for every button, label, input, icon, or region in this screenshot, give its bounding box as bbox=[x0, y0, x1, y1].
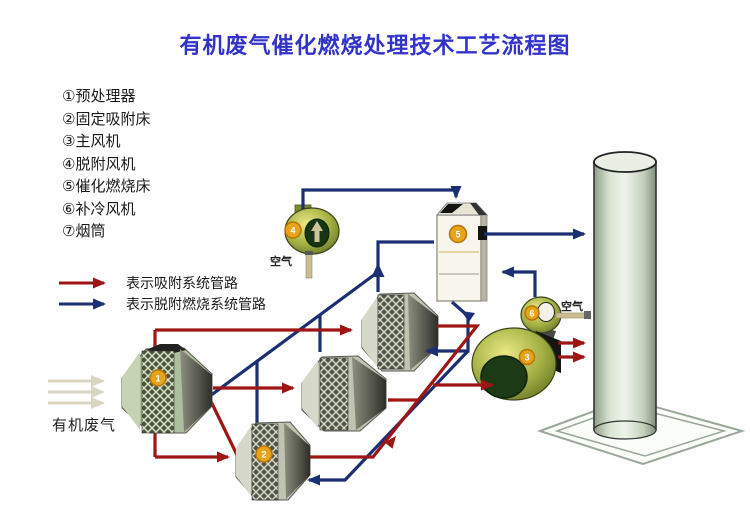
legend-desorption-label: 表示脱附燃烧系统管路 bbox=[126, 295, 266, 312]
equipment-item-2: ②固定吸附床 bbox=[62, 110, 151, 128]
svg-text:2: 2 bbox=[261, 450, 266, 460]
navy-pipe-bed-to-chamber bbox=[376, 240, 434, 292]
red-arrow-icon bbox=[59, 277, 106, 288]
pretreater-mesh bbox=[141, 350, 175, 434]
fan4-flow-arrow bbox=[311, 221, 323, 231]
svg-text:4: 4 bbox=[290, 226, 295, 236]
middle-bed-mesh bbox=[319, 357, 349, 431]
equipment-item-4: ④脱附风机 bbox=[62, 155, 136, 173]
svg-text:1: 1 bbox=[155, 374, 160, 384]
adsorption-bed-2 bbox=[235, 421, 311, 501]
svg-text:3: 3 bbox=[524, 353, 529, 363]
navy-pipe-chamber-to-upper-bed bbox=[425, 300, 470, 357]
badge-catalytic-bed: 5 bbox=[448, 224, 468, 244]
desorption-fan bbox=[284, 204, 340, 279]
legend-adsorption: 表示吸附系统管路 bbox=[58, 272, 266, 293]
legend-desorption: 表示脱附燃烧系统管路 bbox=[58, 293, 266, 314]
chamber-outlet-port bbox=[478, 226, 487, 240]
badge-pretreater: 1 bbox=[149, 369, 167, 387]
equipment-item-5: ⑤催化燃烧床 bbox=[62, 178, 151, 195]
badge-desorption-fan: 4 bbox=[284, 221, 302, 239]
equipment-item-6: ⑥补冷风机 bbox=[62, 200, 136, 218]
adsorption-bed-upper bbox=[361, 292, 439, 372]
waste-gas-label: 有机废气 bbox=[52, 417, 117, 434]
air-label-fan6: 空气 bbox=[561, 299, 583, 313]
legend-adsorption-label: 表示吸附系统管路 bbox=[126, 274, 238, 291]
badge-main-fan: 3 bbox=[518, 348, 536, 366]
navy-pipe-to-bed2 bbox=[307, 349, 470, 486]
navy-pipe-long-diagonal bbox=[209, 270, 379, 398]
catalytic-chamber bbox=[435, 202, 489, 302]
chamber-roof-dark bbox=[440, 204, 463, 213]
equipment-item-3: ③主风机 bbox=[62, 133, 121, 150]
navy-pipe-fan6-to-chamber bbox=[501, 266, 537, 297]
navy-pipe-fan4-to-chamber bbox=[301, 186, 462, 209]
fan4-air-inlet-stick bbox=[305, 251, 313, 279]
pretreater-unit bbox=[121, 344, 213, 434]
equipment-item-7: ⑦烟筒 bbox=[62, 223, 106, 240]
badge-cooling-fan: 6 bbox=[524, 305, 540, 321]
adsorption-pipes bbox=[155, 324, 586, 459]
equipment-list: ①预处理器 ②固定吸附床 ③主风机 ④脱附风机 ⑤催化燃烧床 ⑥补冷风机 ⑦烟筒 bbox=[62, 86, 150, 244]
badge-adsorber: 2 bbox=[255, 445, 273, 463]
navy-arrow-icon bbox=[59, 298, 106, 309]
waste-gas-arrows bbox=[48, 375, 105, 409]
air-label-fan4: 空气 bbox=[270, 254, 292, 268]
chimney bbox=[593, 151, 657, 440]
adsorption-bed-middle bbox=[301, 355, 387, 432]
svg-text:5: 5 bbox=[455, 230, 460, 240]
equipment-badges: 1 2 3 4 5 6 bbox=[149, 221, 540, 463]
equipment-item-1: ①预处理器 bbox=[62, 88, 136, 105]
navy-down-arrowhead bbox=[461, 311, 475, 322]
red-pipe-beds-loop bbox=[310, 324, 481, 459]
main-fan bbox=[471, 327, 561, 401]
navy-up-arrowhead bbox=[371, 263, 385, 277]
svg-text:6: 6 bbox=[529, 309, 534, 319]
fan6-air-inlet-stick bbox=[555, 312, 587, 319]
desorption-pipes bbox=[301, 186, 586, 486]
pipe-legend: 表示吸附系统管路 表示脱附燃烧系统管路 bbox=[58, 272, 266, 314]
page-title: 有机废气催化燃烧处理技术工艺流程图 bbox=[179, 33, 571, 58]
red-diagonal-arrowhead bbox=[384, 436, 396, 449]
upper-bed-mesh bbox=[377, 294, 405, 370]
